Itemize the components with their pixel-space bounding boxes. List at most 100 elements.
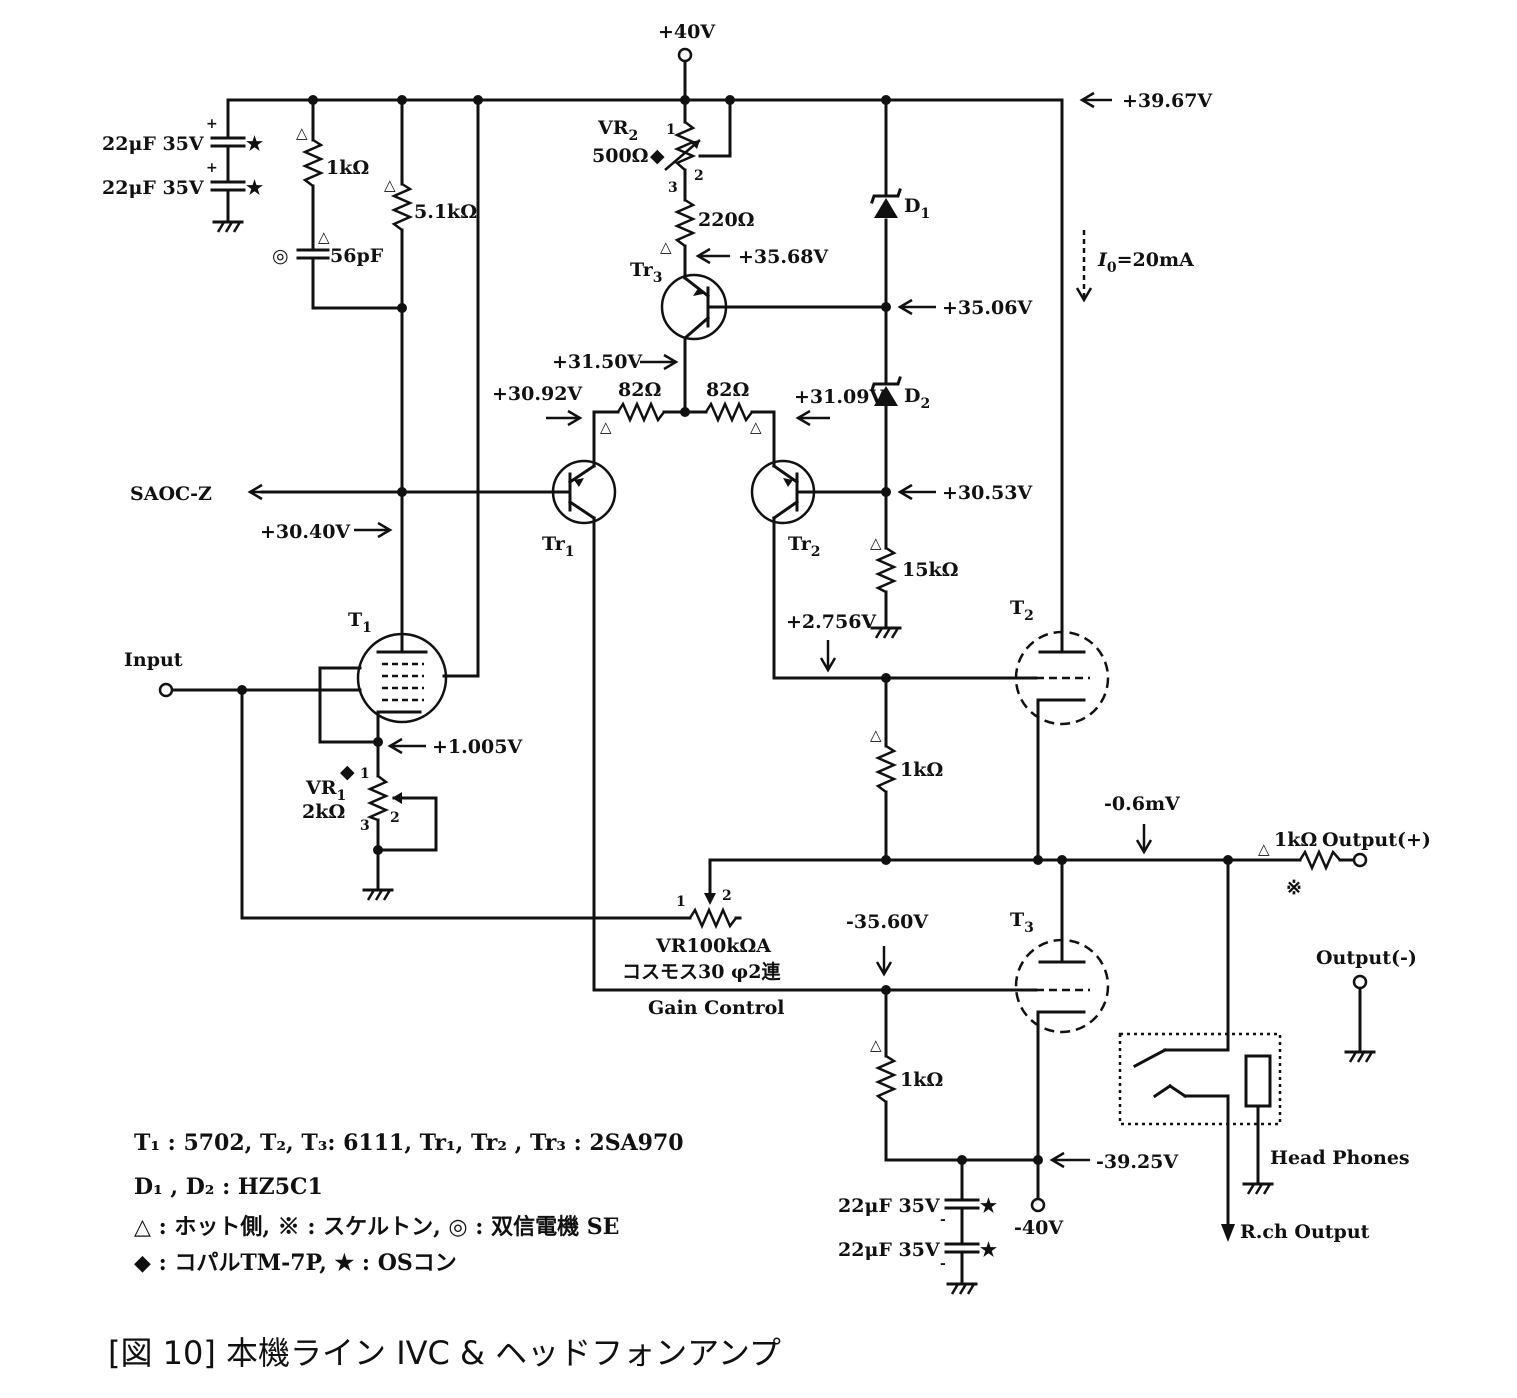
cap-top-2	[210, 174, 246, 198]
zener-diodes	[870, 188, 902, 406]
label-t2: T2	[1010, 597, 1034, 624]
output-plus-terminal[interactable]	[1352, 852, 1368, 868]
resistor-82-left	[616, 400, 665, 424]
oscon-mark: ★	[980, 1239, 997, 1261]
label-r-1k-mid: 1kΩ	[900, 759, 943, 781]
svg-text:△: △	[870, 1036, 882, 1054]
svg-text:△: △	[600, 418, 612, 436]
svg-text:1: 1	[360, 766, 370, 782]
label-c-bot-1: 22μF 35V	[838, 1195, 941, 1217]
grounds	[212, 220, 1376, 1295]
output-minus-terminal[interactable]	[1352, 974, 1368, 990]
label-t3-cathode: -39.25V	[1096, 1151, 1179, 1173]
svg-text:△: △	[870, 726, 882, 744]
svg-text:△: △	[870, 534, 882, 552]
label-c-56p: 56pF	[330, 245, 384, 267]
vr2-element	[673, 121, 697, 171]
ground-15k	[870, 626, 902, 639]
label-r-82-left: 82Ω	[618, 379, 661, 401]
resistor-220	[673, 198, 697, 247]
label-r-1k-out: 1kΩ	[1274, 829, 1317, 851]
label-headphones: Head Phones	[1270, 1147, 1410, 1169]
wires	[170, 60, 1362, 1284]
label-t1-plate: +30.40V	[260, 521, 351, 543]
tube-t1	[356, 630, 448, 724]
resistors	[301, 121, 1341, 1103]
label-r-82-right: 82Ω	[706, 379, 749, 401]
oscon-mark: ★	[246, 133, 263, 155]
label-minus40: -40V	[1014, 1217, 1064, 1239]
souken-mark: ◎	[272, 245, 289, 267]
label-output-offset: -0.6mV	[1104, 793, 1181, 815]
label-tr3-emitter: +35.68V	[738, 246, 829, 268]
svg-text:2: 2	[694, 168, 704, 184]
label-saoc: SAOC-Z	[130, 483, 212, 505]
capacitors: + + - -	[206, 116, 980, 1272]
label-tr2-base: +30.53V	[942, 482, 1033, 504]
label-vr1: VR1	[305, 777, 346, 804]
label-gain-vr-part: コスモス30 φ2連	[622, 960, 781, 983]
label-output-plus: Output(+)	[1322, 829, 1431, 851]
gain-vr-element	[688, 906, 737, 930]
zener-d2	[870, 376, 902, 406]
label-vr2: VR2	[597, 117, 638, 144]
zener-d1	[870, 188, 902, 218]
svg-text:3: 3	[360, 818, 370, 834]
label-tr2-collector: +2.756V	[786, 611, 877, 633]
svg-text:△: △	[1258, 840, 1270, 858]
resistor-1k-mid	[874, 744, 898, 793]
label-d1: D1	[904, 195, 930, 222]
label-plus40: +40V	[658, 21, 716, 43]
svg-text:△: △	[318, 228, 330, 246]
tube-t2	[1014, 630, 1110, 726]
transistors	[551, 273, 816, 525]
label-idle-current: I0=20mA	[1097, 249, 1194, 276]
oscon-mark: ★	[980, 1195, 997, 1217]
junction-dots	[237, 95, 1233, 1165]
skeleton-mark: ※	[1286, 877, 1302, 899]
label-c-top-2: 22μF 35V	[102, 177, 205, 199]
label-d2: D2	[904, 385, 930, 412]
svg-text:2: 2	[390, 810, 400, 826]
label-c-top-1: 22μF 35V	[102, 133, 205, 155]
label-r-15k: 15kΩ	[902, 559, 959, 581]
plus40-terminal	[677, 47, 693, 63]
label-r-5k1: 5.1kΩ	[414, 201, 477, 223]
note-line-1: T₁ : 5702, T₂, T₃: 6111, Tr₁, Tr₂ , Tr₃ …	[134, 1130, 684, 1156]
label-tr1: Tr1	[542, 533, 575, 560]
label-rail-top: +39.67V	[1122, 90, 1213, 112]
svg-text:-: -	[940, 1256, 946, 1272]
svg-text:1: 1	[666, 122, 676, 138]
label-vr2-value: 500Ω	[592, 145, 649, 167]
ground-top-left	[212, 220, 244, 233]
ground-vr1	[362, 886, 394, 901]
label-r-220: 220Ω	[698, 209, 755, 231]
label-rch-output: R.ch Output	[1240, 1221, 1370, 1243]
svg-text:△: △	[296, 124, 308, 142]
svg-text:2: 2	[722, 888, 732, 904]
ground-output-minus	[1344, 1050, 1376, 1063]
ground-caps-bottom	[946, 1282, 978, 1295]
label-vr1-value: 2kΩ	[302, 801, 345, 823]
label-t3-grid: -35.60V	[846, 911, 929, 933]
label-tr1-emitter: +30.92V	[492, 383, 583, 405]
legend-notes: T₁ : 5702, T₂, T₃: 6111, Tr₁, Tr₂ , Tr₃ …	[134, 1130, 684, 1276]
label-output-minus: Output(-)	[1316, 947, 1417, 969]
label-input: Input	[124, 649, 183, 671]
label-gain-vr: VR100kΩA	[655, 935, 771, 957]
label-tr2-emitter: +31.09V	[794, 386, 885, 408]
note-line-4: ◆ : コパルTM-7P, ★ : OSコン	[134, 1250, 457, 1276]
resistor-1k-top	[301, 138, 325, 187]
resistor-15k	[874, 546, 898, 594]
cap-top-1	[210, 130, 246, 154]
cap-bot-1	[944, 1192, 980, 1216]
resistor-5k1	[390, 182, 414, 231]
svg-text:+: +	[206, 160, 218, 176]
resistor-1k-out	[1298, 848, 1341, 872]
label-tr3-collector: +31.50V	[552, 351, 643, 373]
label-gain-control: Gain Control	[648, 997, 784, 1019]
svg-text:+: +	[206, 116, 218, 132]
minus40-terminal	[1030, 1197, 1046, 1213]
input-terminal[interactable]	[158, 682, 174, 698]
